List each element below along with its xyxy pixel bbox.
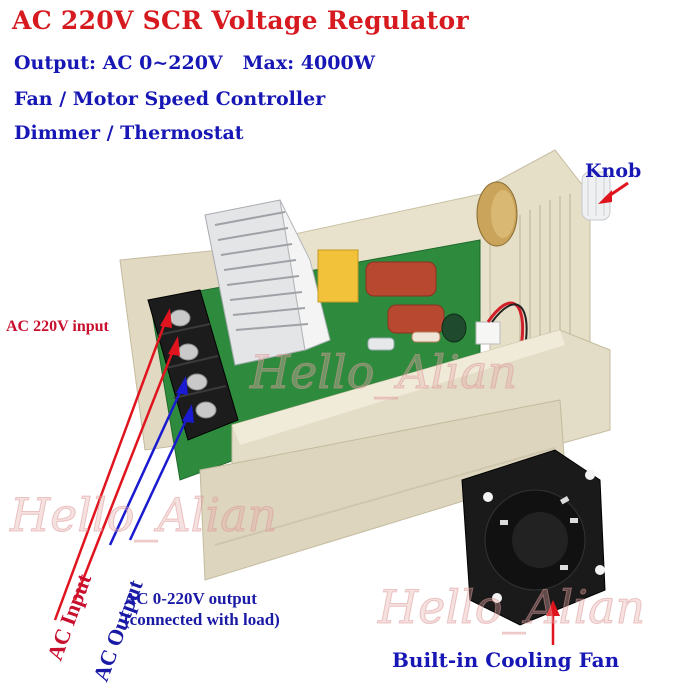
subtitle-output-spec: Output: AC 0~220V Max: 4000W: [14, 52, 376, 74]
cooling-fan-icon: [461, 449, 606, 626]
output-note-line-2: (connected with load): [124, 610, 280, 629]
ac-output-arrow-2: [128, 415, 190, 541]
ac-input-arrow-2: [73, 347, 176, 601]
cooling-fan-label: Built-in Cooling Fan: [392, 648, 620, 672]
output-note: AC 0-220V output (connected with load): [124, 588, 280, 630]
ac-220v-input-label: AC 220V input: [6, 318, 109, 335]
subtitle-use-case-1: Fan / Motor Speed Controller: [14, 88, 326, 110]
knob-label: Knob: [585, 160, 642, 182]
watermark: Hello_Alian: [377, 580, 646, 635]
watermark: Hello_Alian: [9, 488, 278, 543]
output-note-line-1: AC 0-220V output: [124, 589, 257, 608]
subtitle-use-case-2: Dimmer / Thermostat: [14, 122, 244, 144]
heatsink: [204, 199, 331, 366]
ac-output-arrow-1: [108, 387, 184, 546]
ac-input-arrow-1: [53, 319, 168, 621]
watermark: Hello_Alian: [249, 345, 518, 400]
knob-icon: [581, 171, 611, 221]
page-title: AC 220V SCR Voltage Regulator: [12, 6, 469, 35]
